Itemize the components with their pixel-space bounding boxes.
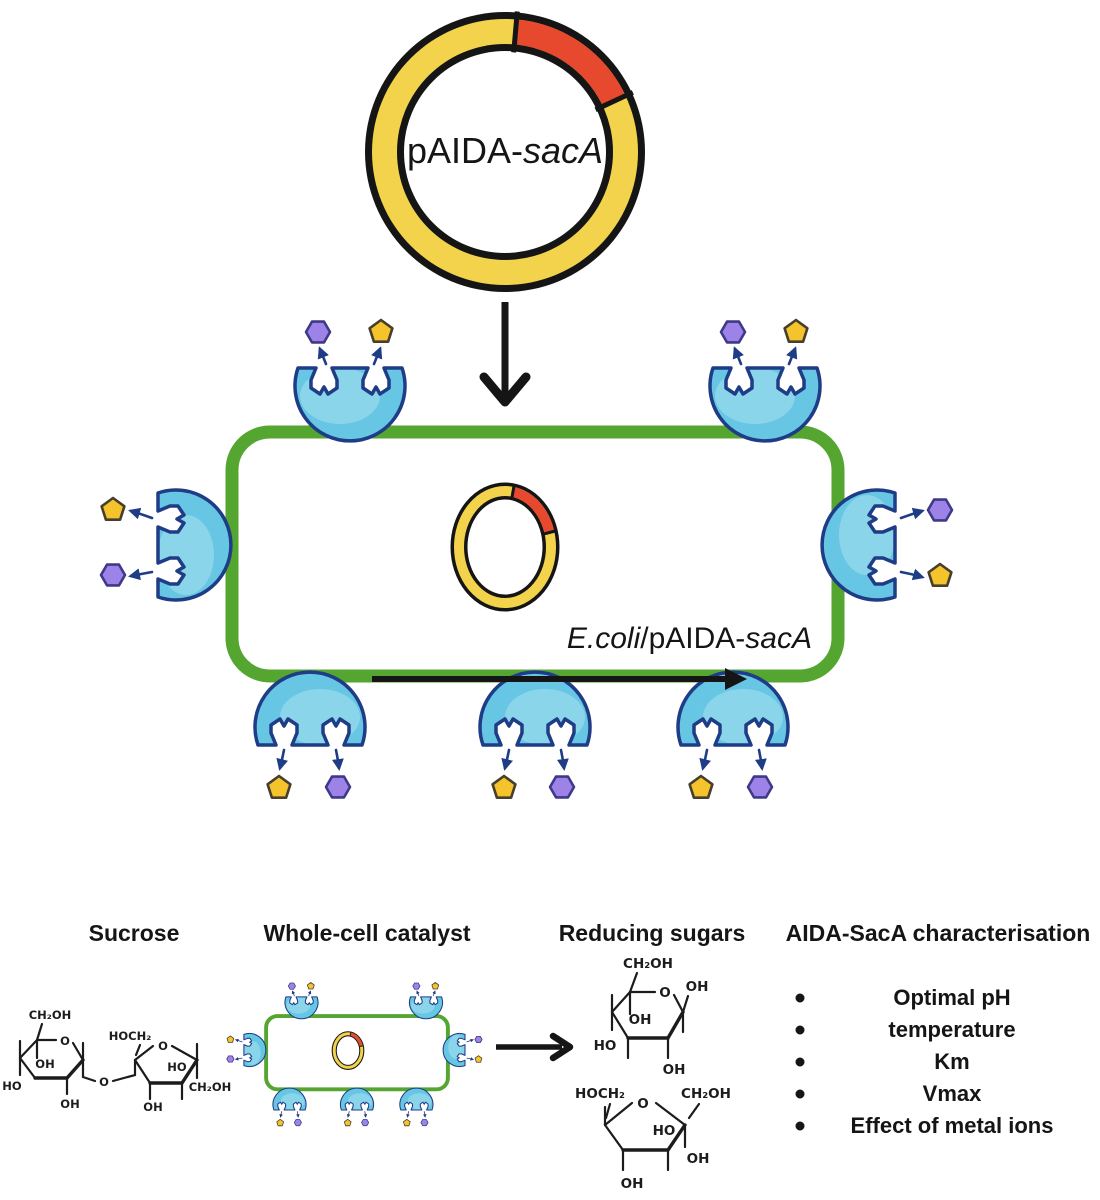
hexagon-sugar-icon [99, 563, 127, 587]
whole-cell-assembly [99, 318, 954, 800]
svg-text:O: O [637, 1096, 648, 1112]
column-titles: Sucrose Whole-cell catalyst Reducing sug… [89, 920, 1091, 946]
list-item: Km [934, 1049, 969, 1074]
characterisation-list: Optimal pH temperature Km Vmax Effect of… [795, 985, 1054, 1138]
enzyme-icon [480, 672, 590, 745]
svg-text:O: O [158, 1039, 168, 1053]
pentagon-sugar-icon [491, 774, 517, 800]
enzyme-icon [158, 490, 231, 600]
svg-text:O: O [99, 1075, 109, 1089]
svg-text:CH₂OH: CH₂OH [681, 1086, 731, 1102]
svg-text:OH: OH [143, 1100, 162, 1114]
reaction-flow-arrow-icon [372, 668, 747, 690]
svg-text:CH₂OH: CH₂OH [29, 1008, 72, 1022]
bullet-dot-icon [795, 993, 805, 1003]
list-item: Effect of metal ions [851, 1113, 1054, 1138]
fructose-bonds [603, 1101, 701, 1172]
hexagon-sugar-icon [746, 775, 774, 799]
column-title-whole-cell: Whole-cell catalyst [263, 920, 470, 946]
pentagon-sugar-icon [688, 774, 714, 800]
svg-text:OH: OH [621, 1176, 644, 1192]
list-item: Vmax [923, 1081, 982, 1106]
svg-text:HO: HO [167, 1060, 187, 1074]
svg-text:OH: OH [629, 1012, 652, 1028]
pentagon-sugar-icon [927, 562, 953, 588]
fructose-atom-labels: HOCH₂ O CH₂OH HO OH OH [575, 1086, 731, 1192]
catalysis-arrow-icon [496, 1032, 574, 1062]
pentagon-sugar-icon [783, 318, 809, 344]
hexagon-sugar-icon [548, 775, 576, 799]
pentagon-sugar-icon [368, 318, 394, 344]
plasmid-gene-insert [514, 19, 626, 107]
pentagon-sugar-icon [266, 774, 292, 800]
svg-text:O: O [60, 1034, 70, 1048]
cell-strain-label: E.coli/pAIDA-sacA [567, 622, 812, 655]
svg-text:OH: OH [663, 1062, 686, 1078]
bullet-dot-icon [795, 1025, 805, 1035]
svg-text:CH₂OH: CH₂OH [623, 956, 673, 972]
column-title-characterisation: AIDA-SacA characterisation [786, 920, 1091, 946]
hexagon-sugar-icon [926, 498, 954, 522]
sucrose-structure: CH₂OH O OH HO OH O HOCH₂ O HO CH₂OH OH [2, 1008, 231, 1114]
svg-text:OH: OH [35, 1057, 54, 1071]
glucose-bonds [610, 971, 690, 1060]
bullet-dot-icon [795, 1121, 805, 1131]
list-item: Optimal pH [893, 985, 1010, 1010]
transformation-arrow-icon [479, 302, 531, 407]
fructose-structure: HOCH₂ O CH₂OH HO OH OH [575, 1086, 731, 1192]
enzyme-icon [255, 672, 365, 745]
svg-text:HOCH₂: HOCH₂ [109, 1029, 152, 1043]
sucrose-bonds [18, 1022, 199, 1101]
hexagon-sugar-icon [324, 775, 352, 799]
svg-text:O: O [659, 985, 670, 1001]
glucose-structure: CH₂OH O OH OH HO OH [594, 956, 709, 1078]
pentagon-sugar-icon [100, 496, 126, 522]
enzyme-unit-left [99, 490, 231, 600]
svg-text:HO: HO [594, 1038, 617, 1054]
svg-text:OH: OH [60, 1097, 79, 1111]
svg-text:HOCH₂: HOCH₂ [575, 1086, 625, 1102]
plasmid-inside-cell [450, 482, 560, 612]
mini-whole-cell-catalyst [227, 983, 482, 1126]
enzyme-unit-top-left [295, 318, 405, 441]
hexagon-sugar-icon [304, 320, 332, 344]
column-title-reducing-sugars: Reducing sugars [559, 920, 746, 946]
svg-text:HO: HO [653, 1123, 676, 1139]
svg-text:CH₂OH: CH₂OH [189, 1080, 232, 1094]
list-item: temperature [888, 1017, 1015, 1042]
plasmid-label: pAIDA-sacA [407, 130, 603, 171]
enzyme-unit-bottom-1 [255, 672, 365, 800]
glucose-atom-labels: CH₂OH O OH OH HO OH [594, 956, 709, 1078]
enzyme-unit-top-right [710, 318, 820, 441]
enzyme-unit-right [822, 490, 954, 600]
svg-text:HO: HO [2, 1079, 22, 1093]
bullet-dot-icon [795, 1057, 805, 1067]
enzyme-unit-bottom-3 [678, 672, 788, 800]
sucrose-atom-labels: CH₂OH O OH HO OH O HOCH₂ O HO CH₂OH OH [2, 1008, 231, 1114]
bullet-dot-icon [795, 1089, 805, 1099]
column-title-sucrose: Sucrose [89, 920, 180, 946]
hexagon-sugar-icon [719, 320, 747, 344]
enzyme-unit-bottom-2 [480, 672, 590, 800]
plasmid-map: pAIDA-sacA [365, 11, 645, 292]
svg-text:OH: OH [686, 979, 709, 995]
svg-text:OH: OH [687, 1151, 710, 1167]
plasmid-segment-dividers [511, 11, 634, 112]
